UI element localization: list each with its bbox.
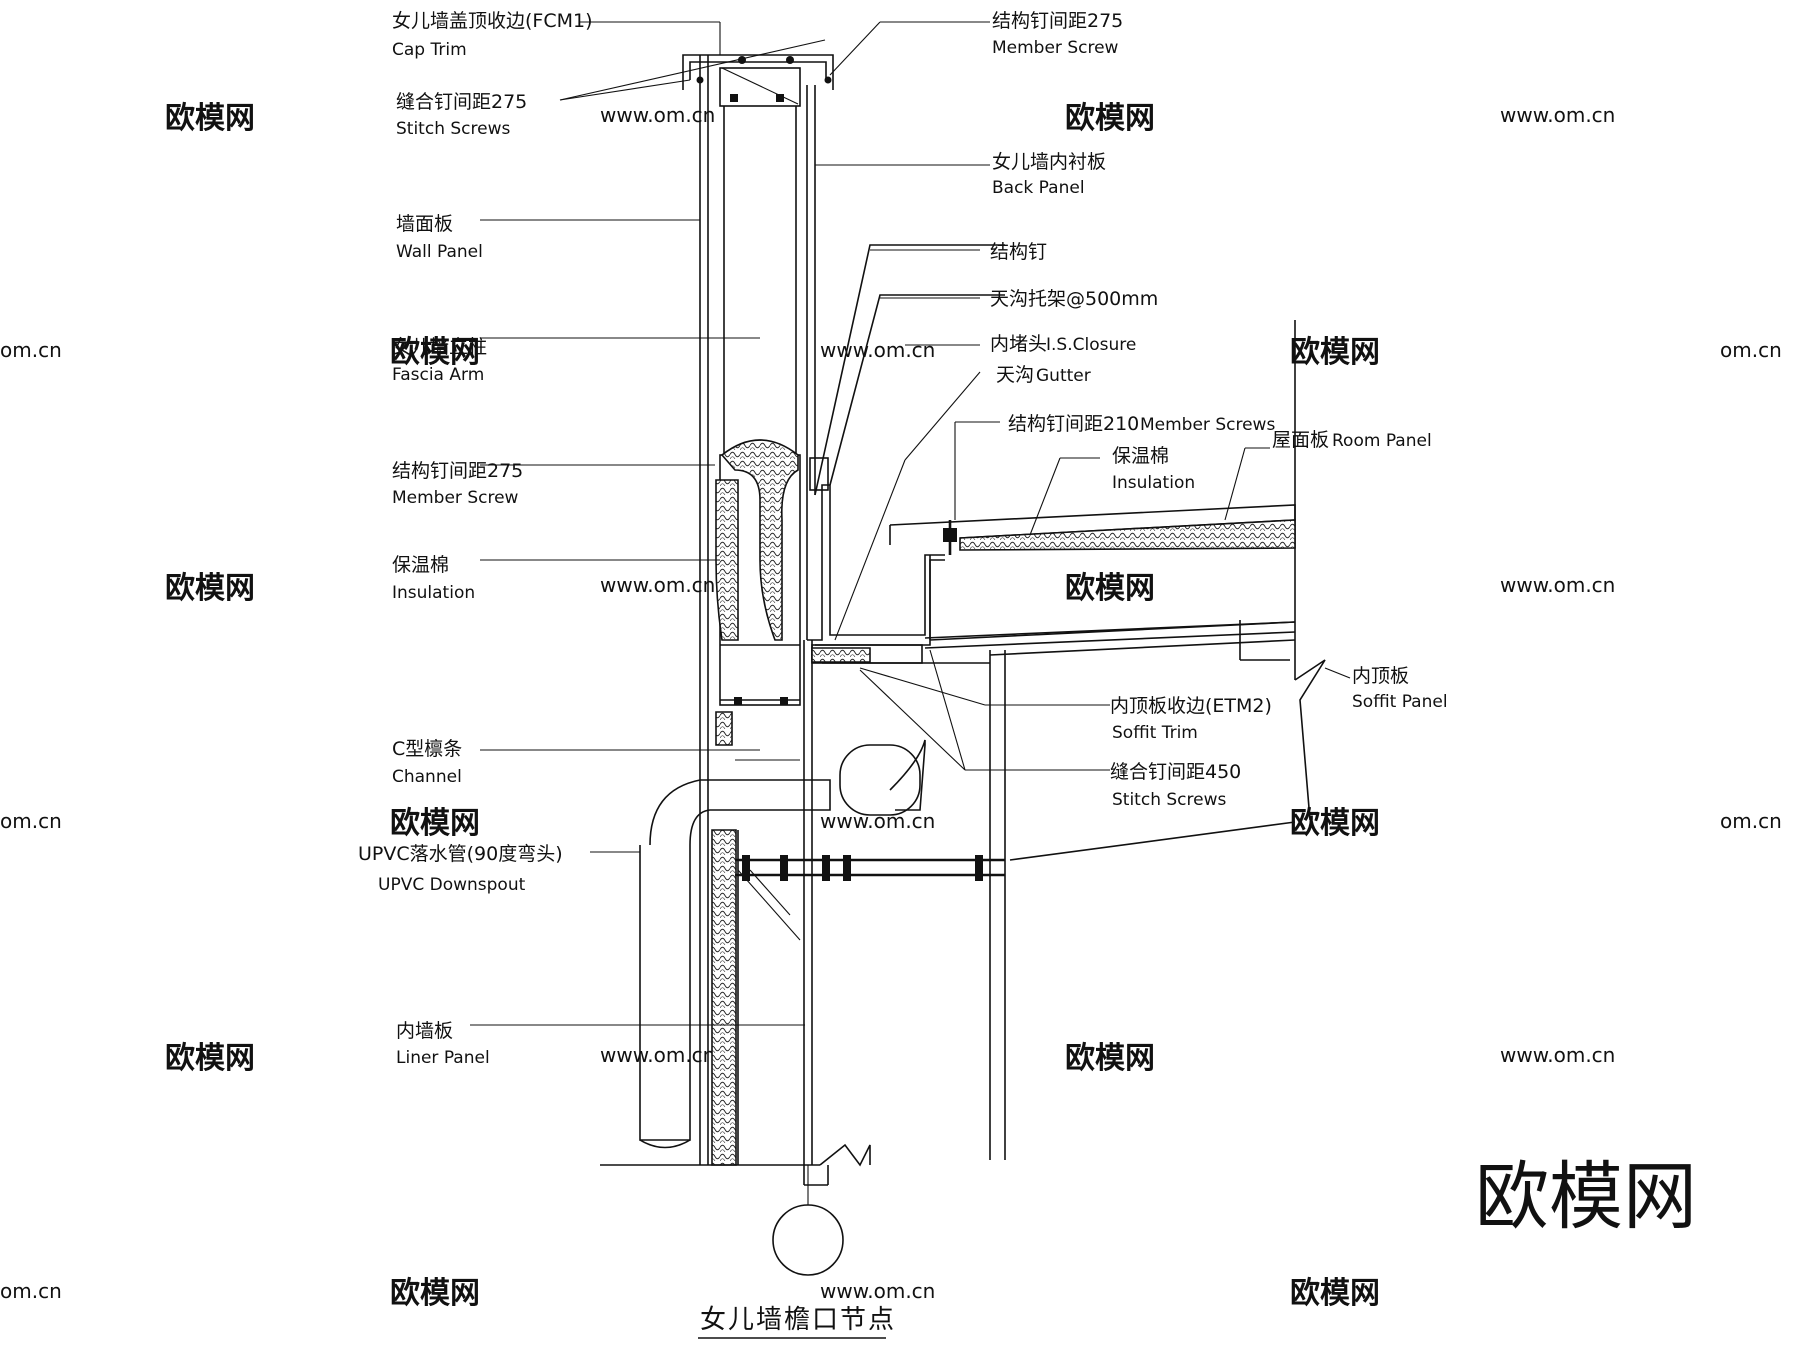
label-fascia-arm-en: Fascia Arm [392,365,484,385]
label-soffit-trim-en: Soffit Trim [1112,723,1198,743]
wall-assembly [600,54,871,1276]
label-is-closure-zh: 内堵头 [990,333,1047,355]
watermark: 欧模网 [390,335,480,370]
watermark: 欧模网 [390,806,480,841]
watermark-url: www.om.cn [600,573,715,597]
watermark-url: www.om.cn [820,338,935,362]
label-stitch-screws-zh: 缝合钉间距275 [396,91,527,113]
label-insulation-right-en: Insulation [1112,473,1195,493]
label-stitch-screws-450-en: Stitch Screws [1112,790,1226,810]
label-liner-panel-en: Liner Panel [396,1048,490,1068]
watermark: 欧模网 [1290,335,1380,370]
watermark-url-fragment: om.cn [0,1279,62,1303]
watermark-url: www.om.cn [1500,103,1615,127]
label-downspout-en: UPVC Downspout [378,875,526,895]
label-gutter-zh: 天沟 [996,364,1034,386]
label-channel-en: Channel [392,767,462,787]
label-roof-panel-en: Room Panel [1332,431,1432,451]
label-gutter-en: Gutter [1036,366,1091,386]
label-member-screws-210-en: Member Screws [1140,415,1275,435]
watermark-url: www.om.cn [600,1043,715,1067]
label-downspout-zh: UPVC落水管(90度弯头) [358,843,563,865]
label-gutter-bracket-zh: 天沟托架@500mm [990,288,1158,310]
label-insulation-zh: 保温棉 [392,554,449,576]
drawing-title: 女儿墙檐口节点 [700,1305,896,1335]
watermark: 欧模网 [1290,1276,1380,1311]
label-is-closure-en: I.S.Closure [1046,335,1136,355]
label-wall-panel-en: Wall Panel [396,242,483,262]
watermark-url: www.om.cn [820,1279,935,1303]
watermark: 欧模网 [1065,101,1155,136]
watermark: 欧模网 [1065,571,1155,606]
label-wall-panel-zh: 墙面板 [396,213,453,235]
label-liner-panel-zh: 内墙板 [396,1020,453,1042]
label-roof-panel-zh: 屋面板 [1272,429,1329,451]
label-stitch-screws-en: Stitch Screws [396,119,510,139]
watermark: 欧模网 [165,1041,255,1076]
label-member-screw-top-zh: 结构钉间距275 [992,10,1123,32]
label-stitch-screws-450-zh: 缝合钉间距450 [1110,761,1241,783]
label-insulation-en: Insulation [392,583,475,603]
watermark: 欧模网 [165,571,255,606]
label-soffit-panel-zh: 内顶板 [1352,665,1409,687]
watermark-url: www.om.cn [820,809,935,833]
label-insulation-right-zh: 保温棉 [1112,445,1169,467]
watermark-url: www.om.cn [1500,1043,1615,1067]
label-cap-trim-zh: 女儿墙盖顶收边(FCM1) [392,10,593,32]
label-member-screw-zh: 结构钉间距275 [392,460,523,482]
watermark-url-fragment: om.cn [1720,809,1782,833]
labels-left: 女儿墙盖顶收边(FCM1) Cap Trim 缝合钉间距275 Stitch S… [358,10,593,1068]
gutter-assembly [639,244,1326,1160]
label-member-screw-en: Member Screw [392,488,519,508]
label-back-panel-en: Back Panel [992,178,1085,198]
label-channel-zh: C型檩条 [392,738,462,760]
label-structural-screw-zh: 结构钉 [990,241,1047,263]
labels-right: 结构钉间距275 Member Screw 女儿墙内衬板 Back Panel … [990,10,1448,810]
label-back-panel-zh: 女儿墙内衬板 [992,151,1106,173]
watermark-url: www.om.cn [600,103,715,127]
watermark-url-fragment: om.cn [0,809,62,833]
label-member-screw-top-en: Member Screw [992,38,1119,58]
watermark: 欧模网 [390,1276,480,1311]
label-cap-trim-en: Cap Trim [392,40,467,60]
leader-lines [470,21,1351,1026]
site-logo: 欧模网 [1475,1154,1697,1240]
watermark-url-fragment: om.cn [1720,338,1782,362]
watermark: 欧模网 [1290,806,1380,841]
watermark: 欧模网 [165,101,255,136]
label-soffit-trim-zh: 内顶板收边(ETM2) [1110,695,1272,717]
watermark-url-fragment: om.cn [0,338,62,362]
label-member-screws-210-zh: 结构钉间距210 [1008,413,1139,435]
watermark: 欧模网 [1065,1041,1155,1076]
watermark-url: www.om.cn [1500,573,1615,597]
watermark-layer: 欧模网 www.om.cn 欧模网 www.om.cn om.cn 欧模网 ww… [0,101,1782,1311]
label-soffit-panel-en: Soffit Panel [1352,692,1448,712]
label-fascia-arm-zh: 女儿墙立柱 [392,336,487,358]
